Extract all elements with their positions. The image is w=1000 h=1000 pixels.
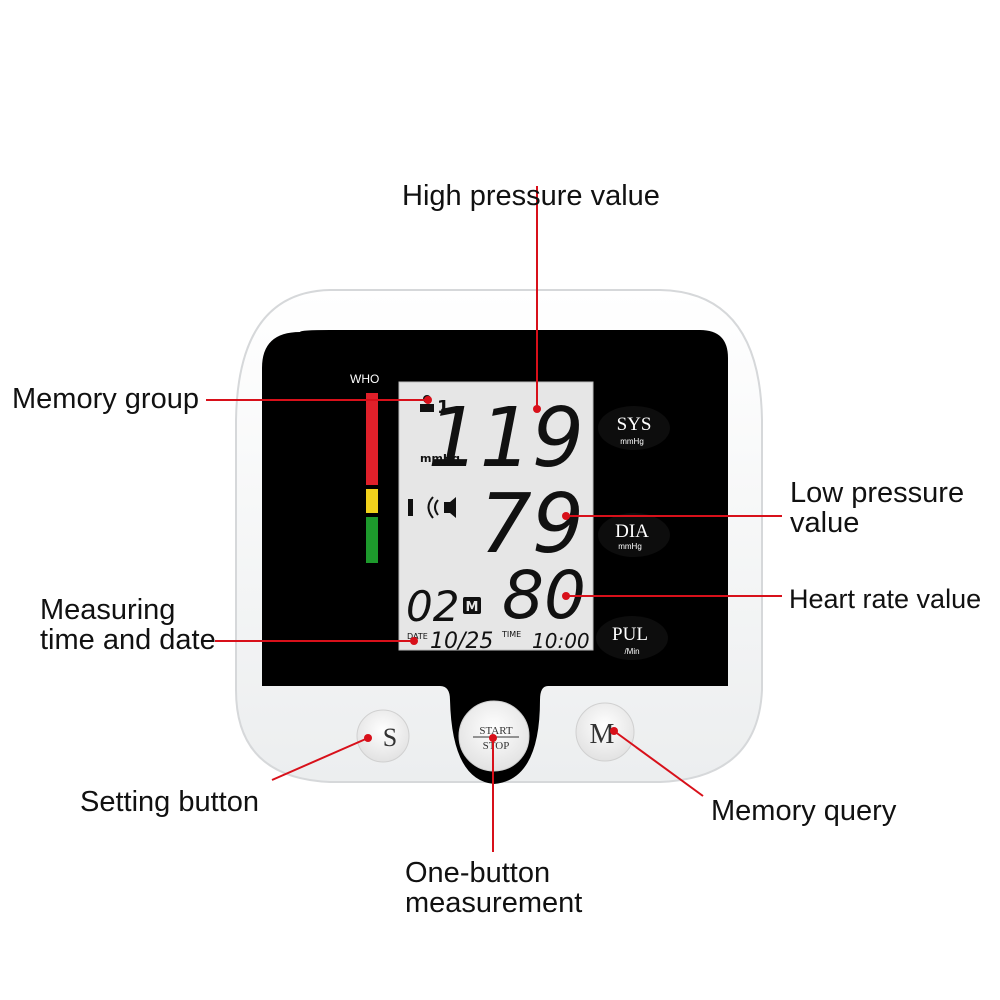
memory-badge: M	[466, 600, 479, 615]
callout-high-pressure: High pressure value	[402, 180, 660, 212]
callout-measuring-2: time and date	[40, 624, 216, 656]
memory-badge-box	[463, 597, 481, 614]
setting-button[interactable]: S	[356, 709, 410, 763]
leader-memory-query	[613, 730, 704, 797]
date-label: DATE	[407, 632, 428, 641]
who-bar-red	[366, 393, 378, 485]
pul-unit-label: /Min	[624, 647, 639, 656]
speaker-icon	[427, 496, 456, 519]
sys-unit-label: mmHg	[620, 437, 644, 446]
sys-label: SYS	[617, 414, 652, 435]
callout-one-button-2: measurement	[405, 887, 583, 919]
who-label: WHO	[350, 372, 379, 386]
leader-lines	[206, 186, 782, 852]
pul-label: PUL	[612, 624, 648, 645]
sys-reading: 119	[427, 391, 584, 486]
start-label: START	[479, 725, 513, 737]
callout-measuring-1: Measuring	[40, 594, 176, 626]
dia-unit-label: mmHg	[618, 542, 642, 551]
dia-label: DIA	[615, 521, 649, 542]
callout-memory-group: Memory group	[12, 383, 199, 415]
callout-setting-button: Setting button	[80, 786, 259, 818]
callout-heart-rate: Heart rate value	[789, 584, 982, 614]
battery-indicator	[408, 499, 413, 516]
date-value: 10/25	[430, 629, 493, 654]
who-bar-green	[366, 517, 378, 563]
memory-button[interactable]: M	[575, 702, 635, 762]
callout-one-button-1: One-button	[405, 857, 551, 889]
leader-setting-button	[271, 737, 369, 781]
dia-reading: 79	[480, 477, 584, 572]
callout-memory-query: Memory query	[711, 795, 897, 827]
time-label: TIME	[501, 630, 521, 639]
callout-low-pressure-2: value	[790, 507, 860, 539]
memory-index: 02	[406, 582, 459, 631]
who-bar-yellow	[366, 489, 378, 513]
time-value: 10:00	[532, 629, 590, 653]
memory-button-label: M	[590, 719, 615, 750]
stop-label: STOP	[483, 740, 510, 752]
callout-low-pressure-1: Low pressure	[790, 477, 965, 509]
lcd-unit: mmHg	[420, 452, 460, 465]
memory-user-number: 1	[437, 397, 450, 418]
setting-button-label: S	[383, 723, 397, 752]
